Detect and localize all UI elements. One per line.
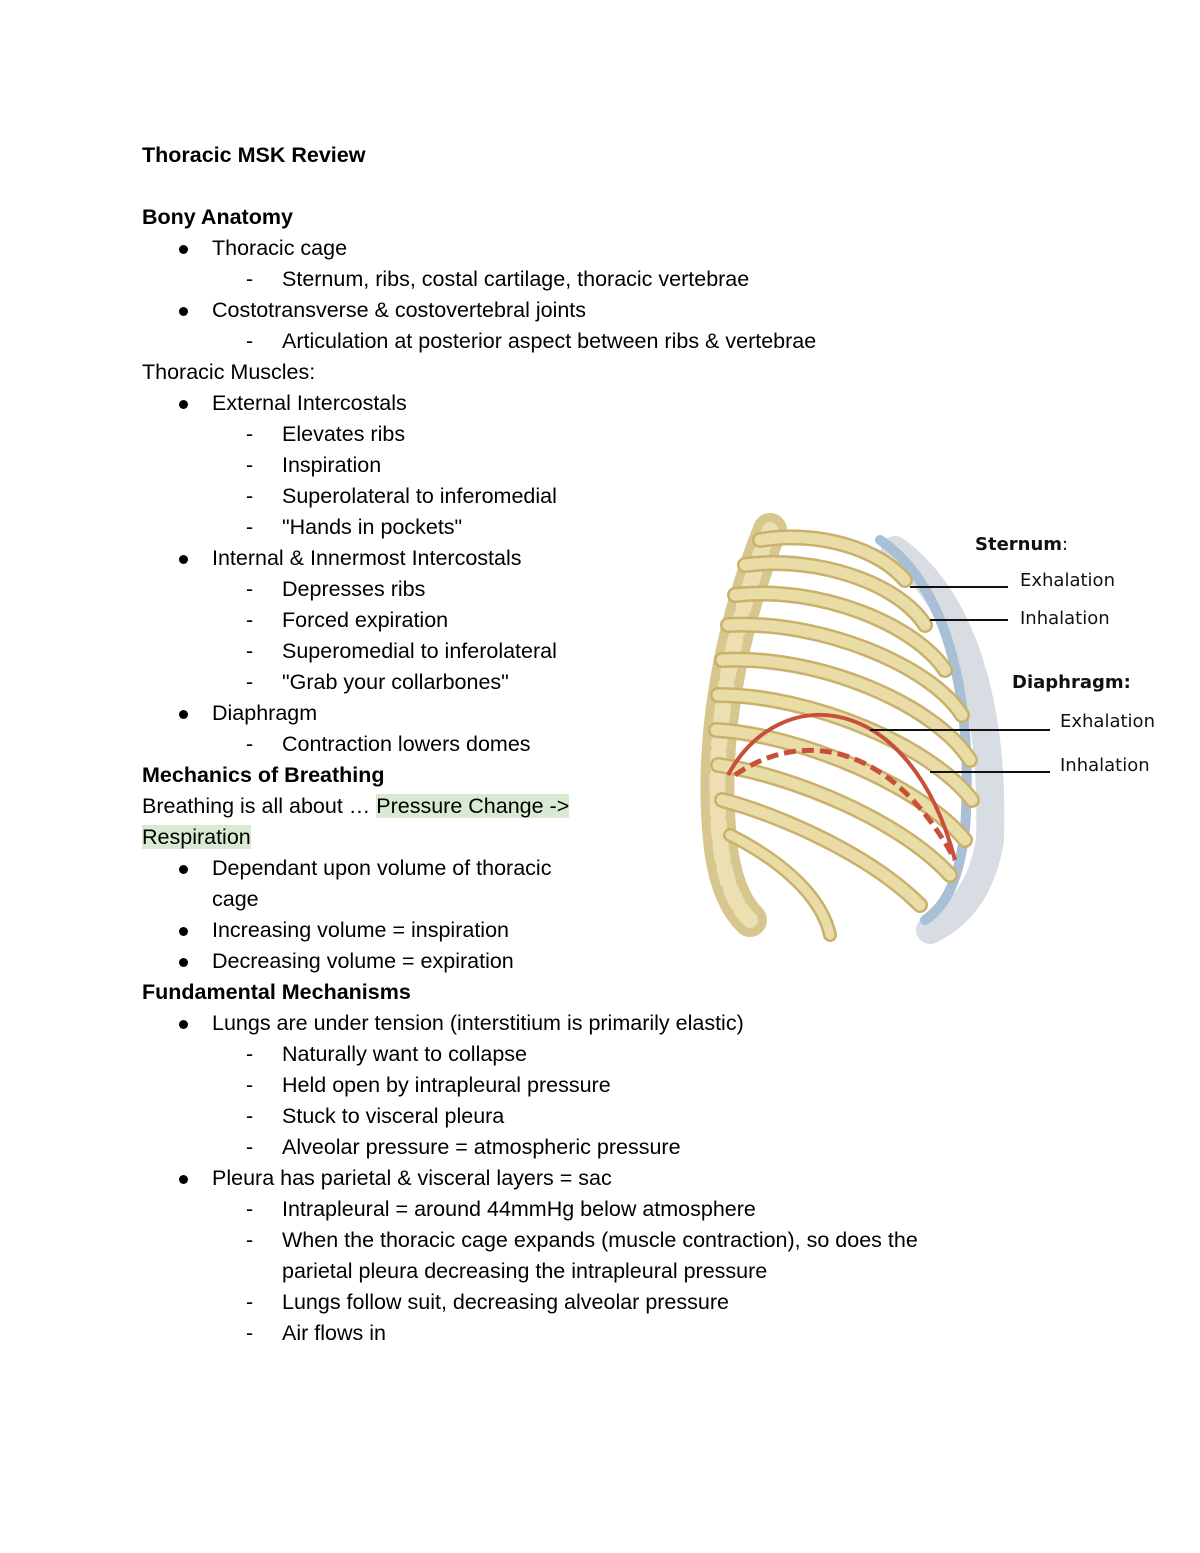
list-item: -Alveolar pressure = atmospheric pressur… <box>142 1132 1142 1163</box>
dash-icon: - <box>246 1104 254 1128</box>
list-item: Internal & Innermost Intercostals <box>142 543 1142 574</box>
bullet-icon <box>179 245 188 254</box>
list-item: -Superomedial to inferolateral <box>142 636 1142 667</box>
document-body: Thoracic MSK Review Bony Anatomy Thoraci… <box>142 140 1142 1349</box>
dash-icon: - <box>246 1042 254 1066</box>
list-item: Pleura has parietal & visceral layers = … <box>142 1163 1142 1194</box>
bullet-icon <box>179 958 188 967</box>
list-item: Thoracic cage <box>142 233 1142 264</box>
dash-icon: - <box>246 1321 254 1345</box>
dash-icon: - <box>246 1228 254 1252</box>
rib-cage-figure: Sternum: Exhalation Inhalation Diaphragm… <box>690 510 1170 950</box>
list-item: -Articulation at posterior aspect betwee… <box>142 326 1142 357</box>
dash-icon: - <box>246 670 254 694</box>
bullet-icon <box>179 710 188 719</box>
list-item: -Superolateral to inferomedial <box>142 481 1142 512</box>
bullet-icon <box>179 1020 188 1029</box>
diaphragm-inhalation-label: Inhalation <box>1060 755 1150 776</box>
list-item: -Air flows in <box>142 1318 1142 1349</box>
list-item: -Inspiration <box>142 450 1142 481</box>
dash-icon: - <box>246 515 254 539</box>
mechanics-lead-cont: Respiration <box>142 822 1142 853</box>
list-item: -Sternum, ribs, costal cartilage, thorac… <box>142 264 1142 295</box>
heading-mechanics-of-breathing: Mechanics of Breathing <box>142 763 385 787</box>
list-item-continuation: cage <box>212 887 259 911</box>
dash-icon: - <box>246 1290 254 1314</box>
mechanics-lead: Breathing is all about … Pressure Change… <box>142 794 570 818</box>
list-item: -Intrapleural = around 44mmHg below atmo… <box>142 1194 1142 1225</box>
highlighted-text: Respiration <box>142 825 251 849</box>
bullet-icon <box>179 555 188 564</box>
list-item: -Lungs follow suit, decreasing alveolar … <box>142 1287 1142 1318</box>
dash-icon: - <box>246 577 254 601</box>
bullet-icon <box>179 865 188 874</box>
list-item: -"Hands in pockets" <box>142 512 1142 543</box>
list-item: Diaphragm <box>142 698 1142 729</box>
list-item: -Stuck to visceral pleura <box>142 1101 1142 1132</box>
dash-icon: - <box>246 453 254 477</box>
list-item: -Elevates ribs <box>142 419 1142 450</box>
bullet-icon <box>179 1175 188 1184</box>
list-item: -"Grab your collarbones" <box>142 667 1142 698</box>
page-title: Thoracic MSK Review <box>142 143 366 167</box>
list-item: -Forced expiration <box>142 605 1142 636</box>
list-item: Dependant upon volume of thoracic <box>142 853 1142 884</box>
list-item: -When the thoracic cage expands (muscle … <box>142 1225 1142 1256</box>
list-item-continuation: parietal pleura decreasing the intrapleu… <box>282 1259 768 1283</box>
list-item: External Intercostals <box>142 388 1142 419</box>
dash-icon: - <box>246 608 254 632</box>
diaphragm-label: Diaphragm: <box>1012 672 1131 693</box>
heading-thoracic-muscles: Thoracic Muscles: <box>142 360 316 384</box>
list-item: Decreasing volume = expiration <box>142 946 1142 977</box>
dash-icon: - <box>246 422 254 446</box>
list-item: Increasing volume = inspiration <box>142 915 1142 946</box>
dash-icon: - <box>246 1135 254 1159</box>
dash-icon: - <box>246 1197 254 1221</box>
bullet-icon <box>179 307 188 316</box>
dash-icon: - <box>246 639 254 663</box>
heading-fundamental-mechanisms: Fundamental Mechanisms <box>142 980 411 1004</box>
list-item: Costotransverse & costovertebral joints <box>142 295 1142 326</box>
dash-icon: - <box>246 1073 254 1097</box>
diaphragm-exhalation-label: Exhalation <box>1060 711 1155 732</box>
sternum-inhalation-label: Inhalation <box>1020 608 1110 629</box>
list-item: -Held open by intrapleural pressure <box>142 1070 1142 1101</box>
list-item: -Contraction lowers domes <box>142 729 1142 760</box>
heading-bony-anatomy: Bony Anatomy <box>142 205 293 229</box>
highlighted-text: Pressure Change -> <box>376 794 570 818</box>
list-item: -Depresses ribs <box>142 574 1142 605</box>
dash-icon: - <box>246 329 254 353</box>
list-item: -Naturally want to collapse <box>142 1039 1142 1070</box>
bullet-icon <box>179 927 188 936</box>
sternum-label: Sternum: <box>975 534 1069 555</box>
list-item: Lungs are under tension (interstitium is… <box>142 1008 1142 1039</box>
sternum-exhalation-label: Exhalation <box>1020 570 1115 591</box>
bullet-icon <box>179 400 188 409</box>
rib-cage-illustration <box>700 513 1050 944</box>
dash-icon: - <box>246 267 254 291</box>
dash-icon: - <box>246 732 254 756</box>
dash-icon: - <box>246 484 254 508</box>
